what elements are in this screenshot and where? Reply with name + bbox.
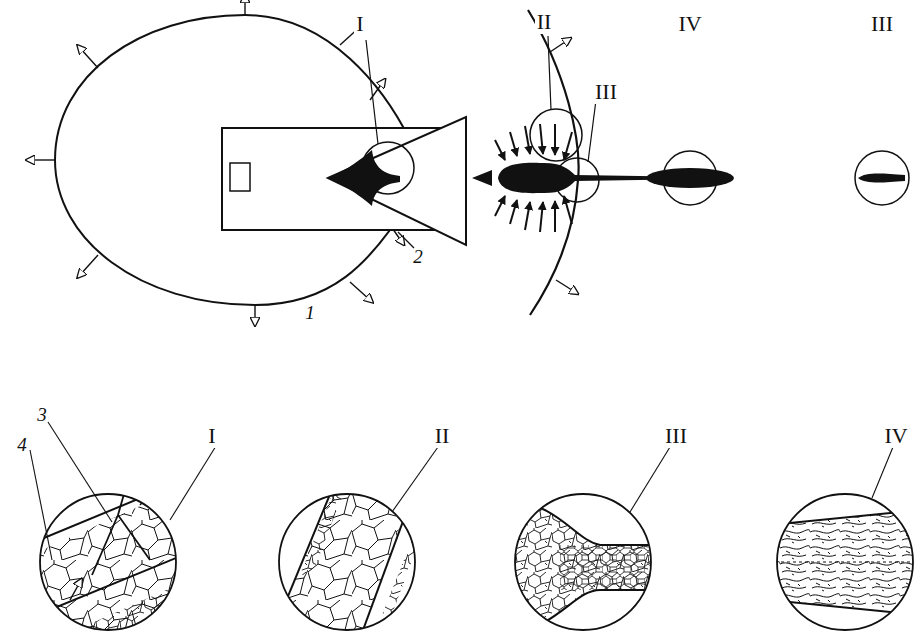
callout-number: 2 [411,246,425,267]
detail-label: IV [882,424,909,448]
detail-label: II [433,424,452,448]
detail-label: III [869,12,895,36]
detail-label: I [354,12,365,36]
detail-label: II [535,10,554,34]
detail-label: III [663,424,689,448]
callout-number: 3 [35,404,49,425]
detail-label: IV [676,12,703,36]
callout-number: 4 [15,434,29,455]
callout-number: 1 [303,302,317,323]
detail-label: I [206,424,217,448]
detail-label: III [593,80,619,104]
